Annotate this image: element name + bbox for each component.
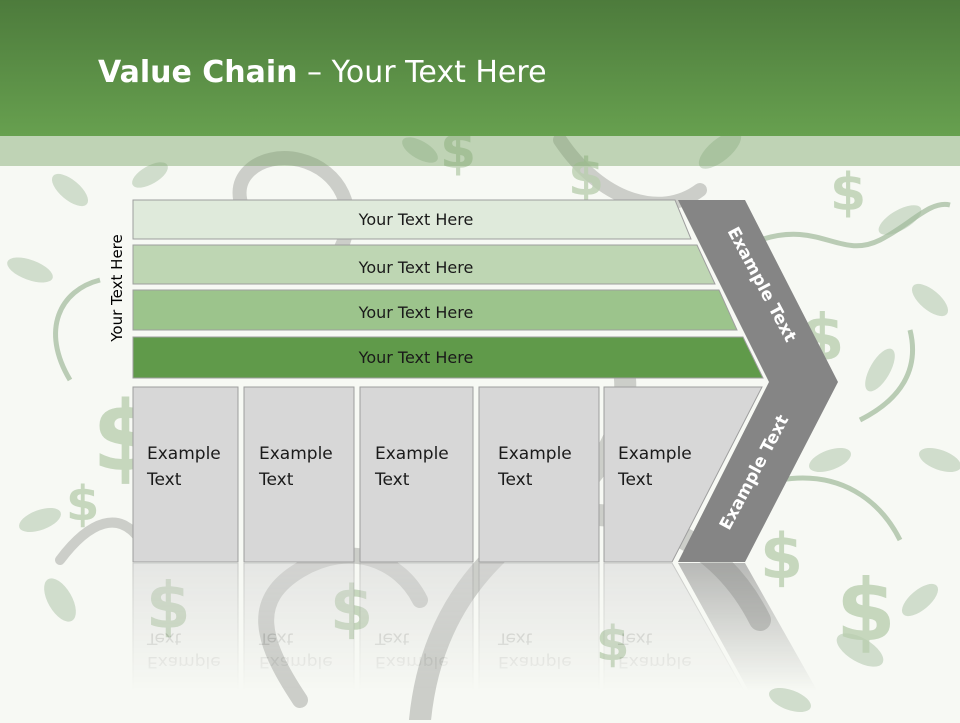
- support-row[interactable]: Your Text Here: [132, 199, 692, 240]
- primary-box-line2: Text: [374, 470, 410, 490]
- support-row-label: Your Text Here: [358, 348, 474, 367]
- slide-title: Value Chain – Your Text Here: [98, 55, 547, 90]
- support-row-label: Your Text Here: [358, 210, 474, 229]
- primary-box-line1: Example: [498, 444, 572, 464]
- margin-arrow[interactable]: Example Text Example Text: [678, 200, 838, 562]
- support-row[interactable]: Your Text Here: [132, 336, 764, 379]
- primary-box-shape: [359, 386, 474, 563]
- support-row-shape: [132, 289, 738, 331]
- primary-box-line2: Text: [258, 470, 294, 490]
- primary-box-shape: [478, 386, 600, 563]
- primary-box[interactable]: Example Text: [359, 386, 474, 563]
- svg-text:$: $: [66, 476, 99, 532]
- margin-arrow-shape: [678, 200, 838, 562]
- support-row[interactable]: Your Text Here: [132, 244, 716, 285]
- primary-box-shape: [132, 386, 239, 563]
- svg-text:$: $: [836, 561, 896, 661]
- primary-box[interactable]: Example Text: [603, 386, 763, 563]
- title-bar: [0, 0, 960, 136]
- slide-title-rest: – Your Text Here: [297, 55, 547, 90]
- support-row-shape: [132, 199, 692, 240]
- title-strip: [0, 136, 960, 166]
- svg-text:$: $: [568, 148, 604, 208]
- primary-box[interactable]: Example Text: [243, 386, 355, 563]
- slide-title-bold: Value Chain: [98, 55, 298, 90]
- primary-box-line2: Text: [617, 470, 653, 490]
- primary-box-line2: Text: [497, 470, 533, 490]
- primary-box-line2: Text: [146, 470, 182, 490]
- support-activities: Your Text Here Your Text Here Your Text …: [132, 199, 764, 379]
- support-row-shape: [132, 244, 716, 285]
- primary-box-line1: Example: [618, 444, 692, 464]
- support-row-label: Your Text Here: [358, 258, 474, 277]
- primary-box-shape: [603, 386, 763, 563]
- primary-box[interactable]: Example Text: [478, 386, 600, 563]
- primary-box-line1: Example: [147, 444, 221, 464]
- primary-activities: Example Text Example Text Example Text E…: [132, 386, 763, 563]
- support-row-shape: [132, 336, 764, 379]
- primary-box[interactable]: Example Text: [132, 386, 239, 563]
- primary-box-line1: Example: [375, 444, 449, 464]
- support-row-label: Your Text Here: [358, 303, 474, 322]
- primary-box-line1: Example: [259, 444, 333, 464]
- svg-text:$: $: [830, 163, 866, 223]
- support-row[interactable]: Your Text Here: [132, 289, 738, 331]
- primary-box-shape: [243, 386, 355, 563]
